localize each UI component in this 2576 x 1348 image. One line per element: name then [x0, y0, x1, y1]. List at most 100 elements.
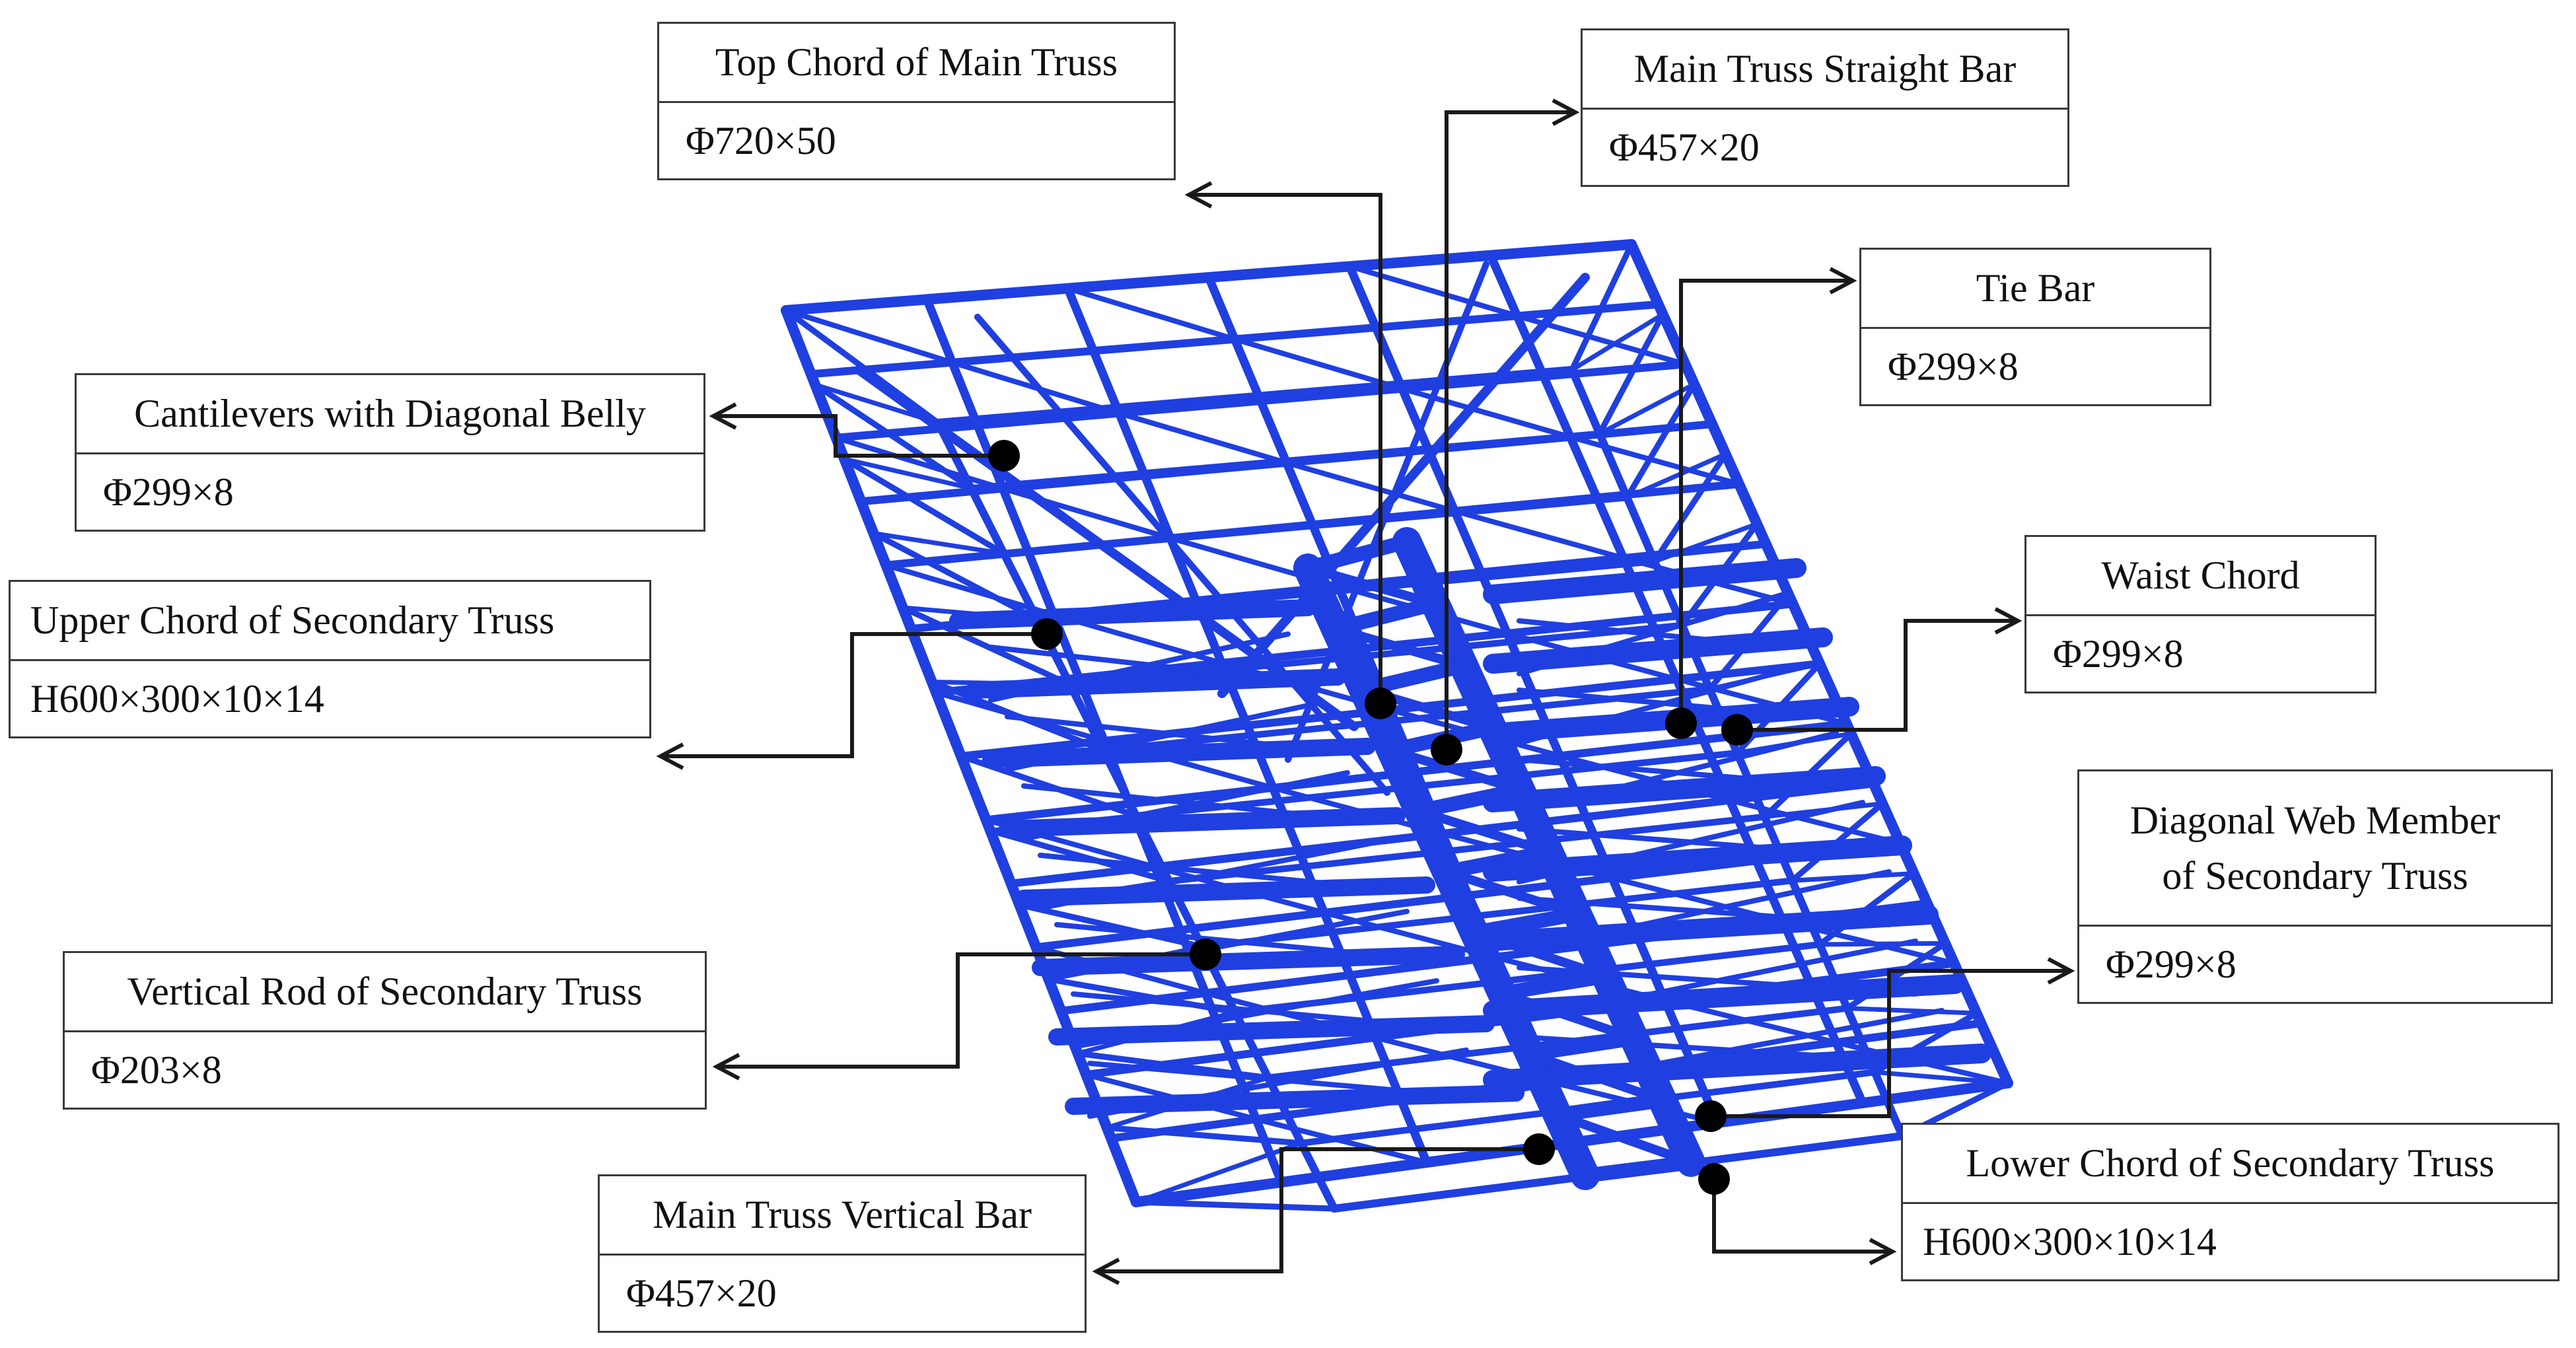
- truss-member: [1578, 1155, 1698, 1183]
- truss-member: [1624, 452, 1728, 500]
- truss-member: [1166, 813, 1768, 885]
- truss-member: [1087, 1061, 1469, 1099]
- truss-member: [812, 382, 974, 491]
- label-top-chord-main-truss: Top Chord of Main Truss Φ720×50: [657, 22, 1176, 180]
- truss-member: [841, 456, 974, 491]
- truss-member: [1651, 451, 1729, 565]
- label-spec: Φ457×20: [626, 1271, 777, 1315]
- label-main-truss-straight-bar: Main Truss Straight Bar Φ457×20: [1581, 28, 2069, 187]
- truss-member: [1517, 800, 1865, 884]
- lower-chord-secondary-leader: [1712, 1179, 1892, 1254]
- truss-member: [1065, 285, 1238, 342]
- label-spec: H600×300×10×14: [1923, 1219, 2217, 1263]
- truss-member: [1016, 902, 1205, 950]
- waist-chord-arrowhead: [1994, 607, 2022, 635]
- truss-member: [987, 828, 1172, 884]
- label-waist-chord: Waist Chord Φ299×8: [2024, 535, 2377, 693]
- truss-member: [1483, 835, 1912, 882]
- truss-member: [832, 360, 1690, 442]
- truss-member: [1553, 1110, 1696, 1167]
- truss-member: [1087, 1047, 1469, 1119]
- truss-member: [1071, 978, 1439, 1049]
- truss-member: [1021, 770, 1350, 841]
- truss-member: [1817, 940, 1948, 947]
- straight-bar-leader: [1445, 110, 1575, 750]
- truss-member: [833, 435, 1006, 491]
- cantilevers-arrowhead: [709, 402, 737, 430]
- truss-member: [1569, 312, 1665, 372]
- waist-chord-dot: [1721, 714, 1753, 746]
- truss-member: [1005, 714, 1320, 752]
- truss-member: [1483, 766, 1886, 812]
- label-diagonal-web-member-secondary-truss: Diagonal Web Member of Secondary Truss Φ…: [2077, 769, 2553, 1004]
- label-spec: Φ299×8: [103, 470, 234, 514]
- truss-member: [1483, 627, 1833, 674]
- label-spec: H600×300×10×14: [30, 676, 324, 721]
- truss-member: [1550, 1093, 1670, 1122]
- waist-chord-leader: [1737, 619, 2018, 732]
- diagonal-web-arrowhead: [2047, 957, 2075, 985]
- truss-member: [1569, 241, 1635, 373]
- truss-member: [1483, 974, 1965, 1020]
- truss-member: [1517, 939, 1918, 1023]
- label-spec: Φ720×50: [686, 118, 836, 162]
- label-title: Lower Chord of Secondary Truss: [1903, 1125, 2558, 1204]
- vertical-rod-secondary-arrowhead: [712, 1053, 740, 1081]
- truss-member: [1301, 534, 1414, 575]
- truss-member: [1232, 336, 1405, 392]
- truss-member: [1283, 460, 1458, 514]
- truss-member: [1331, 624, 1468, 670]
- truss-member: [988, 645, 1291, 683]
- truss-member: [783, 308, 955, 365]
- label-spec: Φ457×20: [1609, 125, 1760, 169]
- truss-member: [1303, 563, 1440, 608]
- truss-member: [934, 366, 1576, 427]
- truss-member: [1483, 1044, 1991, 1090]
- label-lower-chord-secondary-truss: Lower Chord of Secondary Truss H600×300×…: [1901, 1123, 2559, 1281]
- truss-member: [1104, 1125, 1305, 1147]
- main-vertical-bar-dot: [1523, 1133, 1555, 1165]
- cantilevers-leader: [713, 414, 1004, 458]
- truss-member: [988, 631, 1291, 703]
- truss-member: [900, 604, 1073, 688]
- truss-member: [1517, 1008, 1945, 1092]
- truss-member: [1386, 746, 1525, 795]
- truss-member: [1347, 264, 1520, 319]
- label-title: Waist Chord: [2026, 537, 2375, 616]
- main-vertical-bar-leader: [1096, 1147, 1539, 1273]
- upper-chord-secondary-arrowhead: [656, 742, 684, 770]
- top-chord-leader: [1189, 193, 1382, 703]
- label-spec: Φ299×8: [2106, 942, 2236, 986]
- truss-member: [854, 365, 1359, 731]
- truss-member: [1872, 1069, 2011, 1086]
- truss-member: [1054, 909, 1410, 980]
- truss-member: [1597, 382, 1697, 437]
- truss-member: [883, 562, 1056, 618]
- truss-member: [1517, 661, 1812, 746]
- truss-member: [1054, 922, 1410, 960]
- straight-bar-arrowhead: [1552, 98, 1580, 126]
- truss-member: [1467, 907, 1585, 940]
- top-chord-dot: [1365, 688, 1396, 719]
- label-title-line-1: Diagonal Web Member: [2129, 798, 2501, 842]
- truss-members: [781, 239, 2013, 1213]
- tie-bar-arrowhead: [1829, 267, 1857, 295]
- vertical-rod-secondary-leader: [717, 952, 1205, 1069]
- truss-member: [1652, 521, 1760, 564]
- truss-member: [1517, 869, 1892, 954]
- truss-member: [1517, 592, 1786, 676]
- truss-member: [871, 531, 1007, 556]
- truss-member: [1624, 381, 1698, 501]
- lower-chord-secondary-arrowhead: [1869, 1238, 1897, 1265]
- truss-member: [974, 314, 1390, 796]
- truss-member: [1495, 969, 1613, 1001]
- truss-member: [968, 430, 1603, 492]
- label-title-line-2: of Secondary Truss: [2162, 854, 2468, 898]
- top-chord-arrowhead: [1184, 181, 1213, 209]
- truss-member: [1483, 558, 1807, 604]
- truss-member: [1596, 311, 1666, 437]
- truss-member: [1071, 991, 1439, 1030]
- label-title: Main Truss Straight Bar: [1583, 30, 2067, 110]
